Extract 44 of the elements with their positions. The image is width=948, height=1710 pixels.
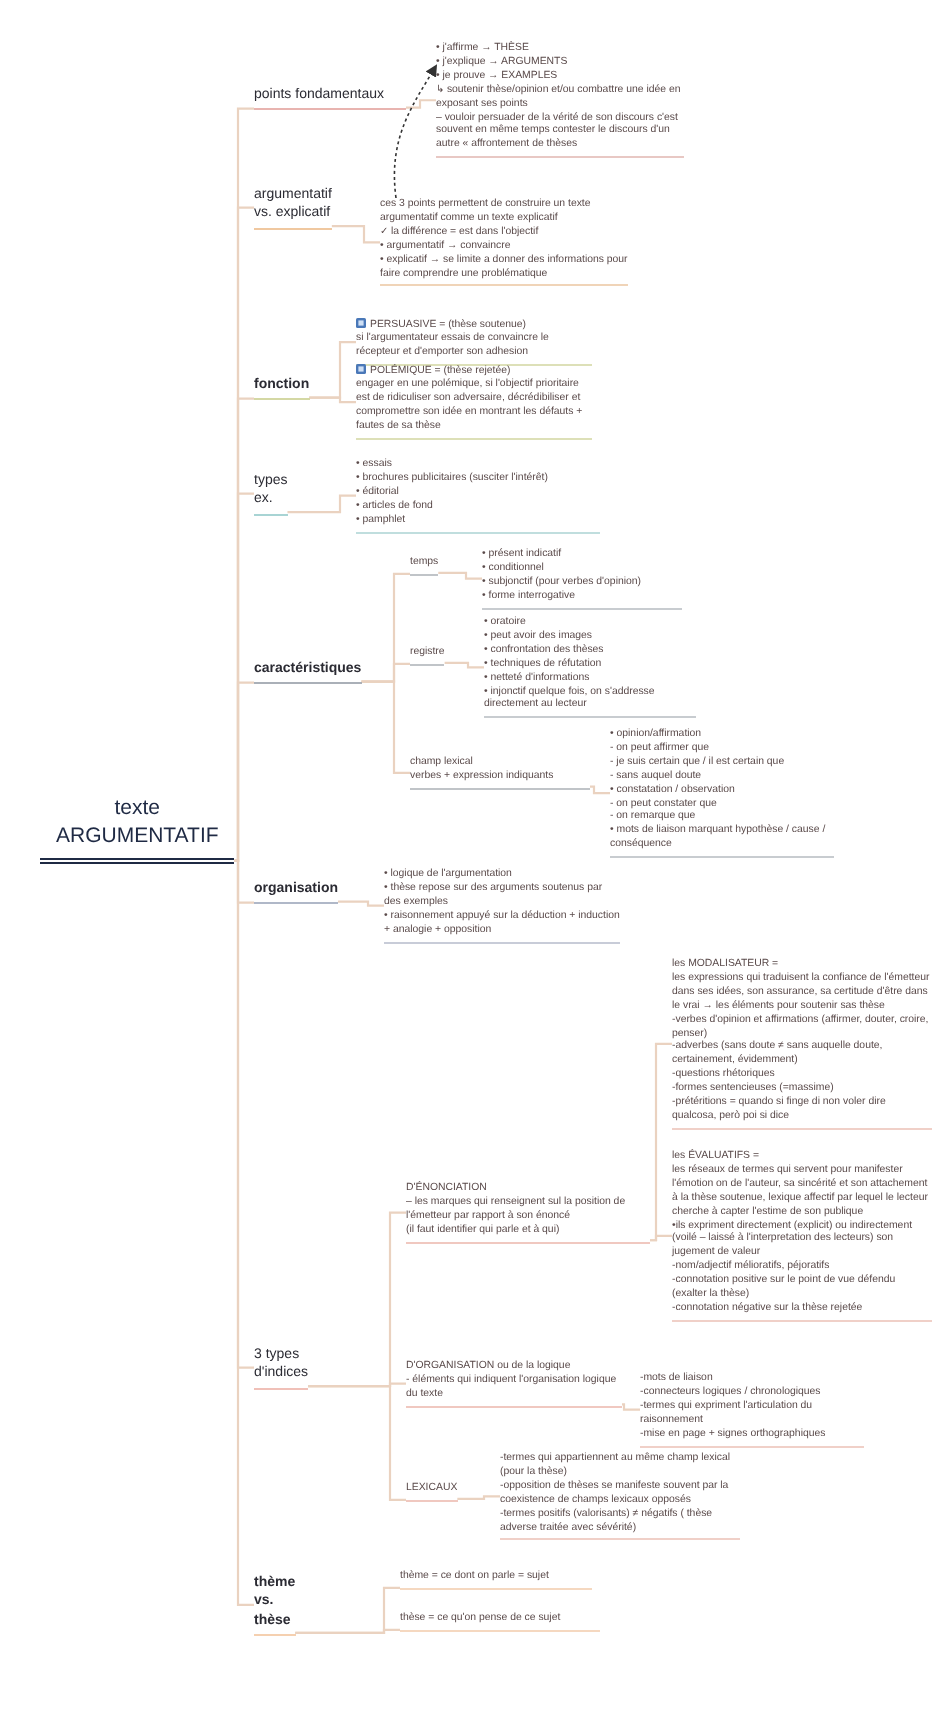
branch-line [457,1495,500,1500]
main-topic [254,86,406,111]
note-topic [400,1612,600,1632]
note-topic [640,1372,864,1448]
main-topic [254,376,310,401]
branch-line [338,900,384,907]
note-topic [672,958,932,1130]
branch-line [406,99,436,109]
note-topic [406,1360,622,1408]
note-topic [672,1150,932,1322]
note-topic [610,728,834,859]
branch-line [438,571,482,580]
note-topic [356,318,592,367]
main-topic [254,880,339,905]
note-topic [356,364,592,441]
dashed-arrow [393,64,438,199]
branch-line [331,225,380,244]
note-topic [356,458,600,534]
central-topic [40,796,235,864]
branch-line [287,494,356,514]
note-topic [406,1482,458,1502]
branch-line [309,396,356,404]
note-topic [436,42,684,159]
branch-line [234,681,254,862]
note-topic [482,548,682,610]
note-topic [484,616,696,719]
note-topic [410,646,445,666]
note-topic [384,868,620,944]
branch-line [621,1403,640,1411]
branch-line [444,661,484,669]
branch-line [295,1628,400,1634]
topic-text: texte ARGUMENTATIF [56,796,219,852]
note-topic [400,1570,592,1590]
branch-line [308,1385,406,1501]
main-topic [254,660,362,685]
note-topic [380,198,628,287]
branch-line [650,1234,672,1242]
branch-line [590,785,610,795]
note-topic [410,756,590,790]
branch-line [233,859,254,1606]
note-topic [406,1182,650,1244]
branch-line [361,680,410,774]
note-topic [410,556,439,576]
note-topic [500,1452,740,1541]
